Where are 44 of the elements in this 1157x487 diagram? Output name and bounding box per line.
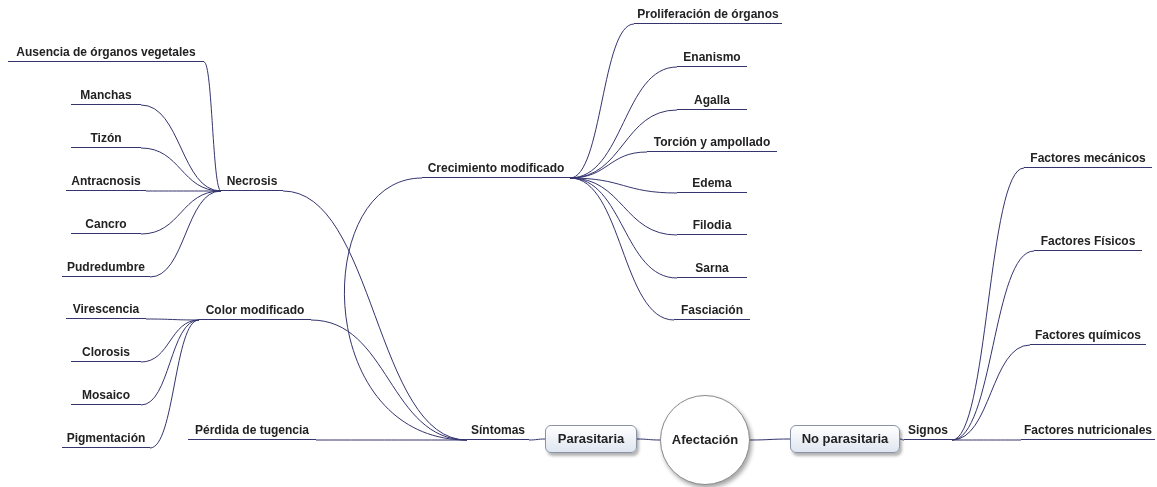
branch-line <box>749 438 791 441</box>
topic-label: Edema <box>677 175 747 193</box>
branch-line <box>140 190 222 235</box>
topic-label: Tizón <box>71 130 141 148</box>
branch-line <box>528 438 546 441</box>
topic-label: Virescencia <box>66 301 146 319</box>
topic-label: Fasciación <box>674 302 750 320</box>
topic-label: Color modificado <box>199 302 311 320</box>
topic-label: Pérdida de tugencia <box>188 422 316 440</box>
topic-label: Signos <box>904 422 952 440</box>
topic-label: Torción y ampollado <box>647 134 777 152</box>
topic-label: Manchas <box>71 87 141 105</box>
topic-label: Mosaico <box>71 387 141 405</box>
topic-label: Factores Físicos <box>1034 233 1142 251</box>
topic-label: Proliferación de órganos <box>634 6 782 24</box>
topic-label: Factores químicos <box>1030 327 1146 345</box>
branch-line <box>140 319 200 363</box>
branch-line <box>203 61 222 192</box>
topic-label: Factores mecánicos <box>1024 150 1152 168</box>
branch-line <box>149 319 200 449</box>
topic-label: Enanismo <box>677 49 747 67</box>
topic-label: Filodia <box>677 217 747 235</box>
topic-label: Clorosis <box>71 344 141 362</box>
topic-label: Antracnosis <box>66 173 146 191</box>
topic-label: Ausencia de órganos vegetales <box>8 44 204 62</box>
topic-label: Sarna <box>677 260 747 278</box>
category-box: No parasitaria <box>790 425 900 453</box>
branch-line <box>569 177 678 279</box>
topic-label: Agalla <box>677 92 747 110</box>
category-box: Parasitaria <box>545 425 637 453</box>
topic-label: Factores nutricionales <box>1021 422 1155 440</box>
branch-line <box>636 438 661 441</box>
topic-label: Necrosis <box>221 173 283 191</box>
branch-line <box>344 177 468 441</box>
topic-label: Pudredumbre <box>62 259 150 277</box>
topic-label: Cancro <box>71 216 141 234</box>
branch-line <box>951 439 1022 441</box>
branch-line <box>569 177 675 321</box>
branch-line <box>149 190 222 278</box>
topic-label: Crecimiento modificado <box>422 160 570 178</box>
topic-label: Pigmentación <box>62 430 150 448</box>
branch-line <box>145 318 200 321</box>
branch-line <box>899 438 905 441</box>
topic-label: Síntomas <box>467 422 529 440</box>
